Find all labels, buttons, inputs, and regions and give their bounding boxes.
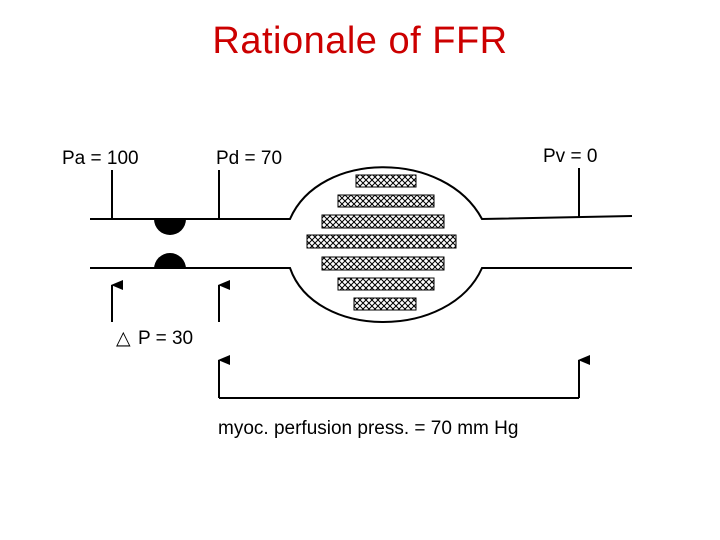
vessel-upper-wall [90,166,633,221]
perfusion-pressure-label: myoc. perfusion press. = 70 mm Hg [218,418,518,439]
pa-label: Pa = 100 [62,148,139,169]
stenosis-upper-plaque [154,219,186,235]
hatched-bar-2 [337,194,435,208]
vessel-lower-wall [90,267,632,323]
hatched-bar-3 [321,214,445,229]
hatched-bar-7 [353,297,417,311]
hatched-bar-1 [355,174,417,188]
hatched-bar-4 [306,234,457,249]
myocardial-bed-bars [306,174,457,311]
pd-label: Pd = 70 [216,148,282,169]
delta-symbol: △ [116,328,131,349]
pv-label: Pv = 0 [543,146,597,167]
hatched-bar-5 [321,256,445,271]
delta-p-label: P = 30 [138,328,193,349]
slide-title: Rationale of FFR [212,20,508,62]
stenosis-lower-plaque [154,253,186,269]
hatched-bar-6 [337,277,435,291]
